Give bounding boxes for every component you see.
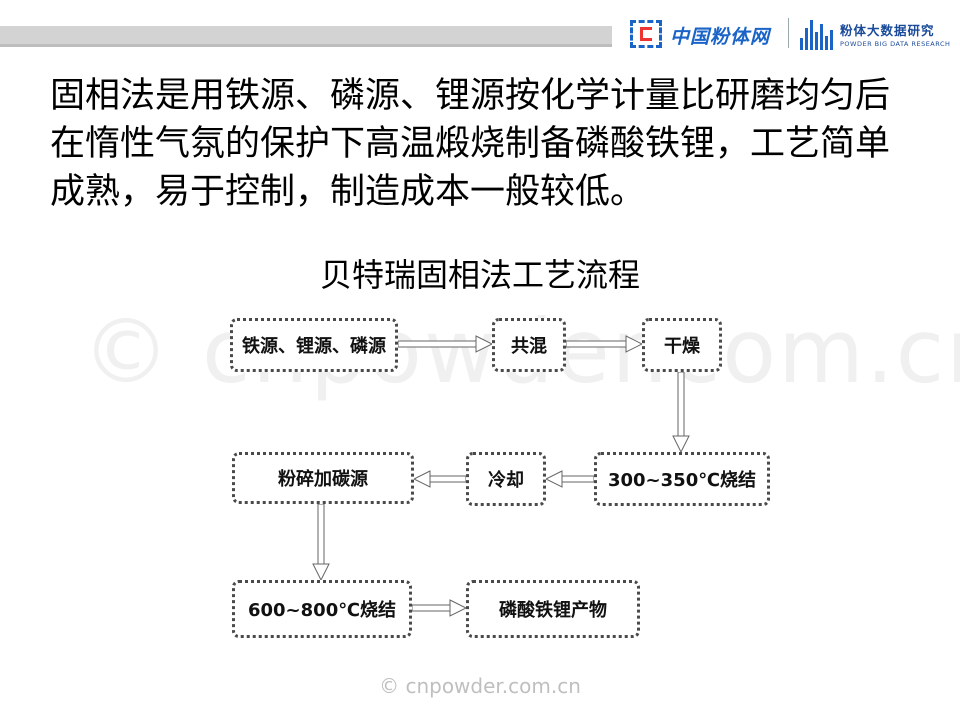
header-bar-shadow: [0, 44, 612, 47]
diagram-title: 贝特瑞固相法工艺流程: [319, 256, 640, 294]
node-raw-materials: 铁源、锂源、磷源: [230, 318, 398, 372]
cnpowder-logo-text: 中国粉体网: [670, 26, 771, 48]
arrow-mix-to-dry: [565, 335, 644, 353]
bar-chart-icon: [800, 18, 836, 50]
arrow-sinter1-to-cool: [544, 470, 595, 488]
bigdata-logo-subtitle: POWDER BIG DATA RESEARCH: [840, 40, 951, 48]
cnpowder-logo[interactable]: 中国粉体网: [630, 14, 860, 54]
node-lfp-product: 磷酸铁锂产物: [466, 580, 640, 638]
bigdata-logo-title: 粉体大数据研究: [840, 23, 935, 38]
body-paragraph: 固相法是用铁源、磷源、锂源按化学计量比研磨均匀后在惰性气氛的保护下高温煅烧制备磷…: [50, 76, 891, 212]
node-mixing: 共混: [492, 318, 566, 372]
header-bar: [0, 26, 612, 44]
watermark-footer: © cnpowder.com.cn: [379, 674, 581, 698]
node-cooling: 冷却: [466, 452, 546, 506]
node-crush-add-carbon: 粉碎加碳源: [232, 452, 414, 504]
logo-divider: [788, 18, 789, 48]
arrow-dry-to-sinter1: [672, 371, 690, 454]
node-sintering-600-800: 600~800℃烧结: [232, 580, 412, 638]
arrow-sinter2-to-product: [411, 599, 468, 617]
bigdata-logo[interactable]: 粉体大数据研究 POWDER BIG DATA RESEARCH: [800, 14, 950, 54]
arrow-raw-to-mix: [397, 335, 494, 353]
arrow-cool-to-crush: [412, 470, 467, 488]
node-sintering-300-350: 300~350℃烧结: [594, 452, 770, 506]
cnpowder-logo-icon: [630, 20, 662, 48]
node-drying: 干燥: [642, 318, 722, 372]
arrow-crush-to-sinter2: [312, 503, 330, 582]
